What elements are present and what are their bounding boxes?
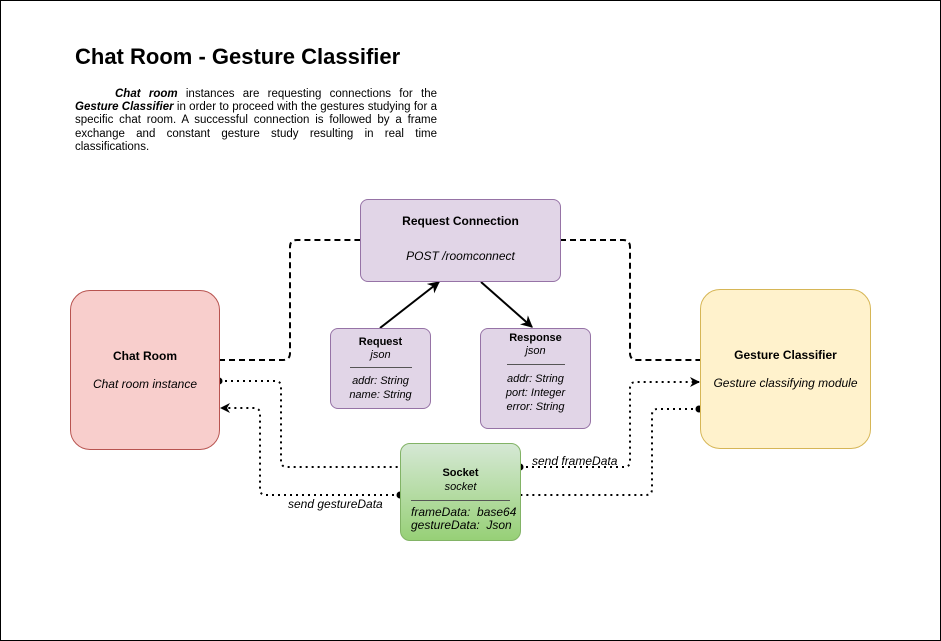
response-title: Response bbox=[509, 332, 562, 344]
diagram-title: Chat Room - Gesture Classifier bbox=[75, 44, 401, 69]
edge-response-arrow bbox=[480, 281, 533, 328]
socket-node[interactable]: Socket socket frameData: base64 gestureD… bbox=[400, 443, 521, 541]
diagram-description: Chat room instances are requesting conne… bbox=[75, 88, 437, 154]
description-lead: Chat room bbox=[115, 88, 178, 100]
request-fields: addr: String name: String bbox=[349, 374, 411, 402]
gesture-classifier-subtitle: Gesture classifying module bbox=[713, 376, 858, 390]
socket-field: gestureData: Json bbox=[411, 518, 512, 532]
chat-room-title: Chat Room bbox=[113, 349, 177, 363]
socket-fields: frameData: base64 gestureData: Json bbox=[401, 506, 520, 532]
edge-request-arrow bbox=[379, 281, 440, 329]
response-fields: addr: String port: Integer error: String bbox=[506, 372, 565, 414]
socket-type: socket bbox=[444, 481, 477, 493]
response-field: error: String bbox=[506, 401, 565, 413]
response-node[interactable]: Response json addr: String port: Integer… bbox=[480, 328, 591, 429]
response-divider bbox=[506, 364, 565, 365]
request-field: name: String bbox=[349, 389, 412, 401]
socket-divider bbox=[411, 500, 510, 501]
edge-label-send-framedata: send frameData bbox=[532, 454, 618, 468]
request-connection-endpoint: POST /roomconnect bbox=[406, 249, 515, 263]
edge-socket-send-gesture bbox=[220, 403, 400, 496]
socket-title: Socket bbox=[442, 467, 479, 479]
request-divider bbox=[349, 367, 412, 368]
request-type: json bbox=[370, 349, 391, 361]
gesture-classifier-node[interactable]: Gesture Classifier Gesture classifying m… bbox=[700, 289, 871, 449]
description-part1: instances are requesting connections for… bbox=[177, 88, 437, 100]
request-connection-node[interactable]: Request Connection POST /roomconnect bbox=[360, 199, 561, 282]
socket-field: frameData: base64 bbox=[411, 505, 517, 519]
description-classifier: Gesture Classifier bbox=[75, 101, 174, 114]
edge-request-to-classifier bbox=[560, 239, 700, 361]
request-connection-title: Request Connection bbox=[402, 214, 519, 228]
edge-label-send-gesturedata: send gestureData bbox=[288, 497, 383, 511]
gesture-classifier-title: Gesture Classifier bbox=[734, 348, 837, 362]
edge-classifier-to-socket bbox=[520, 408, 699, 496]
description-part2: in order to proceed with the gestures st… bbox=[75, 101, 438, 153]
response-field: addr: String bbox=[507, 373, 564, 385]
chat-room-subtitle: Chat room instance bbox=[92, 377, 198, 391]
edge-socket-send-frame bbox=[520, 377, 700, 468]
response-type: json bbox=[525, 345, 546, 357]
request-title: Request bbox=[358, 336, 403, 348]
response-field: port: Integer bbox=[505, 387, 566, 399]
request-node[interactable]: Request json addr: String name: String bbox=[330, 328, 431, 409]
edge-chatroom-to-socket bbox=[219, 380, 400, 468]
request-field: addr: String bbox=[352, 375, 409, 387]
chat-room-node[interactable]: Chat Room Chat room instance bbox=[70, 290, 220, 450]
